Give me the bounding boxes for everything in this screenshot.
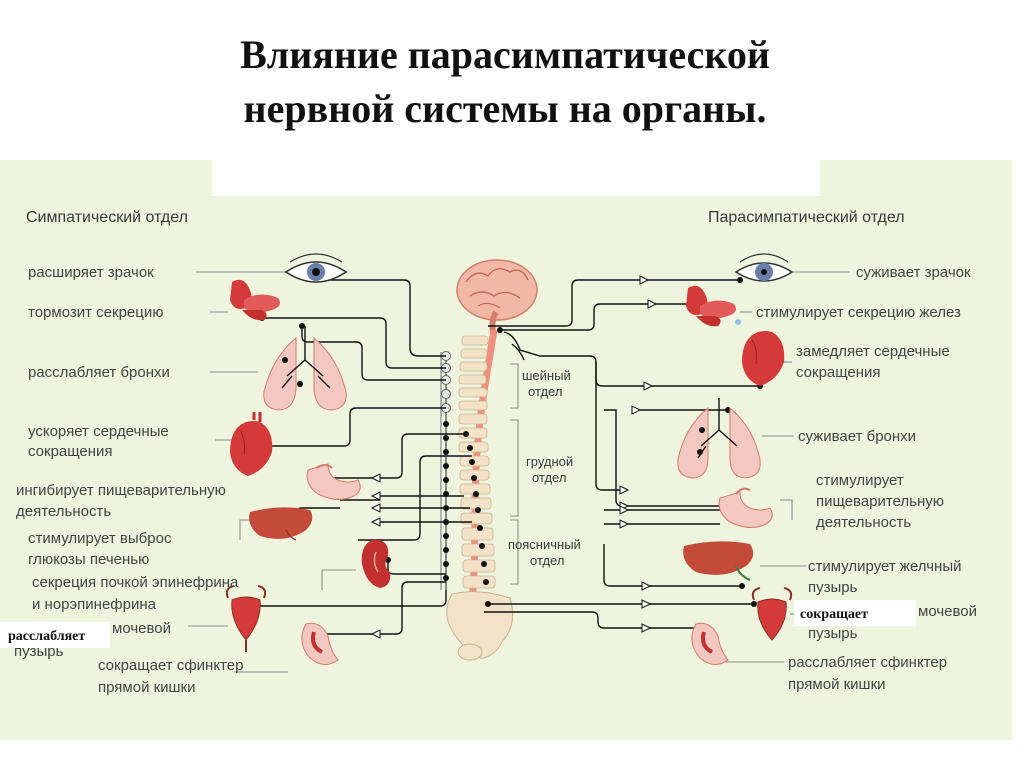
overlay-right: сокращает [794, 600, 916, 626]
slide-title: Влияние парасимпатической нервной систем… [0, 28, 1010, 136]
diagram-panel [0, 160, 1012, 740]
sympathetic-heading: Симпатический отдел [26, 209, 188, 226]
right-organs [677, 253, 794, 665]
heart-icon [742, 331, 785, 386]
cervical-label-1: шейный [522, 368, 571, 383]
para-label-gallbladder-1: стимулирует желчный [808, 558, 961, 575]
sym-label-glucose-2: глюкозы печенью [28, 551, 149, 568]
left-organs [225, 253, 391, 665]
lumbar-label-2: отдел [530, 553, 564, 568]
thoracic-label-2: отдел [532, 470, 566, 485]
sym-label-sphincter-1: сокращает сфинктер [98, 657, 243, 674]
para-label-bladder-2: пузырь [808, 625, 858, 642]
para-label-digestion-2: пищеварительную [816, 493, 944, 510]
sym-label-heart-2: сокращения [28, 443, 113, 460]
sym-label-bladder-1: мочевой [112, 620, 171, 637]
para-label-gallbladder-2: пузырь [808, 579, 858, 596]
heart-icon [230, 412, 273, 476]
rectum-icon [691, 622, 729, 665]
para-label-sphincter-1: расслабляет сфинктер [788, 654, 947, 671]
rectum-icon [301, 622, 339, 665]
sym-label-heart-1: ускоряет сердечные [28, 423, 169, 440]
stomach-icon [306, 463, 361, 500]
sym-label-glucose-1: стимулирует выброс [28, 530, 172, 547]
sym-label-digestion-1: ингибирует пищеварительную [16, 482, 226, 499]
para-label-heart-2: сокращения [796, 364, 881, 381]
para-label-digestion-3: деятельность [816, 514, 911, 531]
liver-icon [249, 507, 313, 541]
para-label-digestion-1: стимулирует [816, 472, 904, 489]
bladder-icon [751, 587, 793, 641]
sym-label-epinephrine-2: и норэпинефрина [32, 596, 157, 613]
overlay-left: расслабляет [0, 622, 110, 648]
overlay-contracts-label: сокращает [800, 607, 868, 622]
eye-icon [734, 253, 794, 282]
lungs-icon [263, 326, 347, 411]
sym-label-dilates-pupil: расширяет зрачок [28, 264, 154, 281]
para-label-constricts-pupil: суживает зрачок [856, 264, 971, 281]
lungs-icon [677, 398, 761, 479]
parasympathetic-heading: Парасимпатический отдел [708, 209, 905, 226]
sympathetic-labels: расширяет зрачок тормозит секрецию рассл… [14, 264, 243, 696]
sym-label-relaxes-bronchi: расслабляет бронхи [28, 364, 170, 381]
title-backing [212, 160, 820, 196]
cervical-label-2: отдел [528, 384, 562, 399]
bladder-icon [225, 585, 267, 652]
para-label-gland-secretion: стимулирует секрецию желез [756, 304, 961, 321]
spine-column [458, 335, 496, 589]
overlay-relaxes-label: расслабляет [8, 629, 85, 644]
parasympathetic-labels: суживает зрачок стимулирует секрецию жел… [756, 264, 977, 693]
thoracic-label-1: грудной [526, 454, 573, 469]
para-label-heart-1: замедляет сердечные [796, 343, 950, 360]
para-label-sphincter-2: прямой кишки [788, 676, 886, 693]
eye-icon [284, 253, 348, 283]
brain-spine: шейный отдел грудной отдел поясничный от… [446, 259, 581, 661]
sym-label-epinephrine-1: секреция почкой эпинефрина [32, 574, 239, 591]
title-line-2: нервной системы на органы. [243, 86, 767, 131]
stomach-icon [718, 487, 773, 528]
kidney-icon [361, 539, 391, 588]
sym-label-sphincter-2: прямой кишки [98, 679, 196, 696]
para-label-bladder-1: мочевой [918, 603, 977, 620]
title-line-1: Влияние парасимпатической [240, 32, 770, 77]
salivary-gland-icon [230, 279, 280, 321]
sym-label-digestion-2: деятельность [16, 503, 111, 520]
liver-icon [683, 541, 754, 581]
para-label-bronchi: суживает бронхи [798, 428, 916, 445]
lumbar-label-1: поясничный [508, 537, 581, 552]
salivary-gland-icon [686, 285, 741, 327]
sym-label-inhibits-secretion: тормозит секрецию [28, 304, 163, 321]
